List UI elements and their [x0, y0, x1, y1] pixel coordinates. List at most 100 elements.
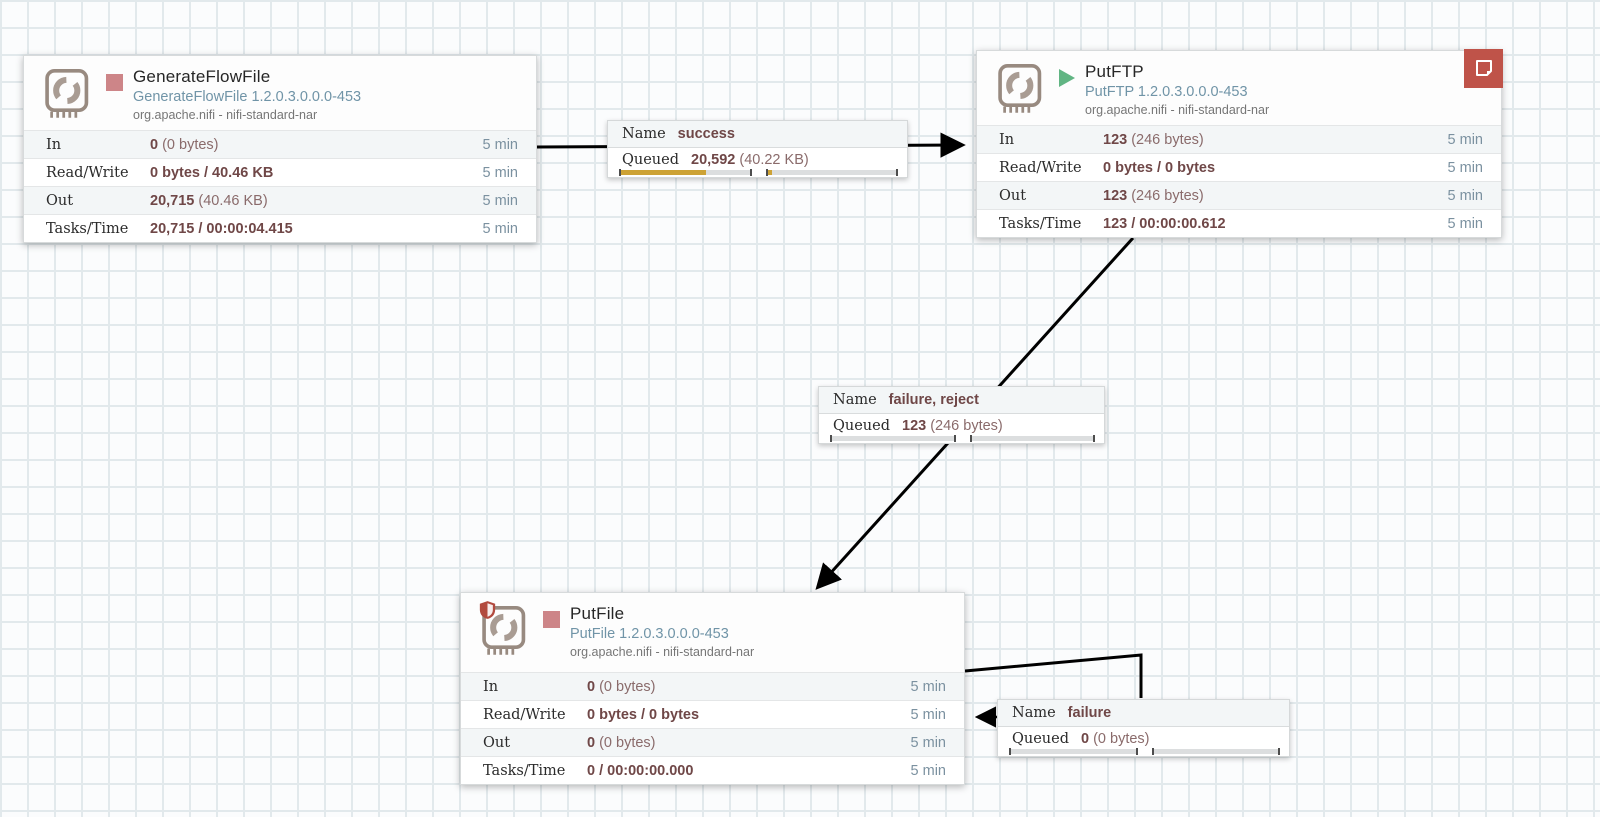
queue-count-bar — [619, 169, 751, 176]
bulletin-indicator-icon[interactable] — [1464, 49, 1503, 88]
stat-value: 20,715 / 00:00:04.415 — [150, 220, 293, 237]
stat-row-readwrite: Read/Write 0 bytes / 0 bytes 5 min — [977, 153, 1501, 181]
stat-label: Out — [483, 734, 511, 751]
connection-name-row: Name failure, reject — [819, 387, 1104, 414]
queued-size: (40.22 KB) — [739, 152, 809, 168]
stat-label: Tasks/Time — [999, 215, 1082, 232]
stat-secondary: (246 bytes) — [1131, 131, 1204, 148]
stat-secondary: (0 bytes) — [162, 136, 219, 153]
processor-type-version: GenerateFlowFile 1.2.0.3.0.0.0-453 — [133, 89, 362, 105]
connection-name: failure — [1067, 705, 1112, 721]
queued-count: 0 — [1081, 731, 1090, 747]
stat-window: 5 min — [910, 706, 946, 723]
stat-row-out: Out 0(0 bytes) 5 min — [461, 728, 964, 756]
stat-value: 0 bytes / 0 bytes — [587, 706, 700, 723]
stat-label: In — [46, 136, 62, 153]
stat-row-in: In 123(246 bytes) 5 min — [977, 125, 1501, 153]
stat-label: Read/Write — [483, 706, 566, 723]
name-key: Name — [622, 126, 666, 142]
queue-count-bar — [1009, 748, 1137, 755]
processor-bundle: org.apache.nifi - nifi-standard-nar — [133, 108, 318, 122]
stat-window: 5 min — [1447, 159, 1483, 176]
processor-putftp[interactable]: PutFTP PutFTP 1.2.0.3.0.0.0-453 org.apac… — [976, 49, 1503, 238]
stat-window: 5 min — [1447, 187, 1483, 204]
queued-key: Queued — [1012, 731, 1070, 747]
stat-secondary: (40.46 KB) — [198, 192, 268, 209]
processor-name: GenerateFlowFile — [133, 67, 271, 86]
stat-label: In — [483, 678, 499, 695]
stat-window: 5 min — [910, 762, 946, 779]
stat-value: 0 / 00:00:00.000 — [587, 762, 694, 779]
queue-percent-bars — [1009, 748, 1280, 755]
stat-label: In — [999, 131, 1015, 148]
processor-header: PutFTP PutFTP 1.2.0.3.0.0.0-453 org.apac… — [977, 49, 1503, 125]
queue-count-bar — [830, 435, 955, 442]
queue-size-bar — [969, 435, 1095, 442]
processor-header: GenerateFlowFile GenerateFlowFile 1.2.0.… — [24, 56, 536, 130]
processor-name: PutFile — [570, 604, 625, 623]
connection-name: failure, reject — [888, 392, 979, 408]
connection-label-failure-reject[interactable]: Name failure, reject Queued 123(246 byte… — [818, 386, 1105, 444]
connection-label-failure[interactable]: Name failure Queued 0(0 bytes) — [997, 699, 1290, 757]
queued-size: (0 bytes) — [1093, 731, 1150, 747]
stat-value: 123 — [1103, 187, 1128, 204]
queued-count: 20,592 — [691, 152, 736, 168]
stat-row-tasks: Tasks/Time 0 / 00:00:00.000 5 min — [461, 756, 964, 784]
processor-bundle: org.apache.nifi - nifi-standard-nar — [570, 645, 755, 659]
processor-type-version: PutFTP 1.2.0.3.0.0.0-453 — [1085, 84, 1248, 100]
stat-value: 0 bytes / 40.46 KB — [150, 164, 274, 181]
stat-row-readwrite: Read/Write 0 bytes / 0 bytes 5 min — [461, 700, 964, 728]
connection-name: success — [677, 126, 735, 142]
queued-key: Queued — [622, 152, 680, 168]
connection-queued-row: Queued 20,592(40.22 KB) — [608, 148, 907, 177]
stat-label: Out — [999, 187, 1027, 204]
stat-value: 0 — [587, 678, 596, 695]
stat-window: 5 min — [482, 136, 518, 153]
queued-count: 123 — [902, 418, 927, 434]
connection-name-row: Name success — [608, 121, 907, 148]
processor-icon — [991, 61, 1047, 119]
queue-percent-bars — [619, 169, 898, 176]
stat-row-in: In 0(0 bytes) 5 min — [461, 672, 964, 700]
stat-window: 5 min — [1447, 131, 1483, 148]
stat-row-tasks: Tasks/Time 123 / 00:00:00.612 5 min — [977, 209, 1501, 237]
stat-label: Out — [46, 192, 74, 209]
stat-row-readwrite: Read/Write 0 bytes / 40.46 KB 5 min — [24, 158, 536, 186]
stat-window: 5 min — [482, 192, 518, 209]
stat-value: 123 — [1103, 131, 1128, 148]
processor-bundle: org.apache.nifi - nifi-standard-nar — [1085, 103, 1270, 117]
stat-secondary: (246 bytes) — [1131, 187, 1204, 204]
processor-generateflowfile[interactable]: GenerateFlowFile GenerateFlowFile 1.2.0.… — [23, 55, 537, 243]
queue-percent-bars — [830, 435, 1095, 442]
stat-value: 20,715 — [150, 192, 195, 209]
running-icon — [1059, 69, 1075, 87]
stat-value: 0 bytes / 0 bytes — [1103, 159, 1216, 176]
name-key: Name — [833, 392, 877, 408]
stat-window: 5 min — [482, 164, 518, 181]
connection-queued-row: Queued 123(246 bytes) — [819, 414, 1104, 443]
connection-queued-row: Queued 0(0 bytes) — [998, 727, 1289, 756]
stat-window: 5 min — [482, 220, 518, 237]
processor-putfile[interactable]: PutFile PutFile 1.2.0.3.0.0.0-453 org.ap… — [460, 592, 965, 785]
connection-name-row: Name failure — [998, 700, 1289, 727]
stat-secondary: (0 bytes) — [599, 678, 656, 695]
name-key: Name — [1012, 705, 1056, 721]
stat-value: 123 / 00:00:00.612 — [1103, 215, 1226, 232]
stat-value: 0 — [150, 136, 159, 153]
processor-name: PutFTP — [1085, 62, 1144, 81]
connection-label-success[interactable]: Name success Queued 20,592(40.22 KB) — [607, 120, 908, 178]
stat-row-out: Out 123(246 bytes) 5 min — [977, 181, 1501, 209]
stat-row-in: In 0(0 bytes) 5 min — [24, 130, 536, 158]
stat-label: Read/Write — [46, 164, 129, 181]
stat-value: 0 — [587, 734, 596, 751]
stat-label: Read/Write — [999, 159, 1082, 176]
stat-row-tasks: Tasks/Time 20,715 / 00:00:04.415 5 min — [24, 214, 536, 242]
connection-line-failure-loop[interactable] — [964, 653, 1143, 698]
queued-key: Queued — [833, 418, 891, 434]
queue-size-bar — [1151, 748, 1280, 755]
stat-label: Tasks/Time — [46, 220, 129, 237]
processor-icon — [38, 66, 94, 124]
stat-label: Tasks/Time — [483, 762, 566, 779]
stat-window: 5 min — [910, 734, 946, 751]
